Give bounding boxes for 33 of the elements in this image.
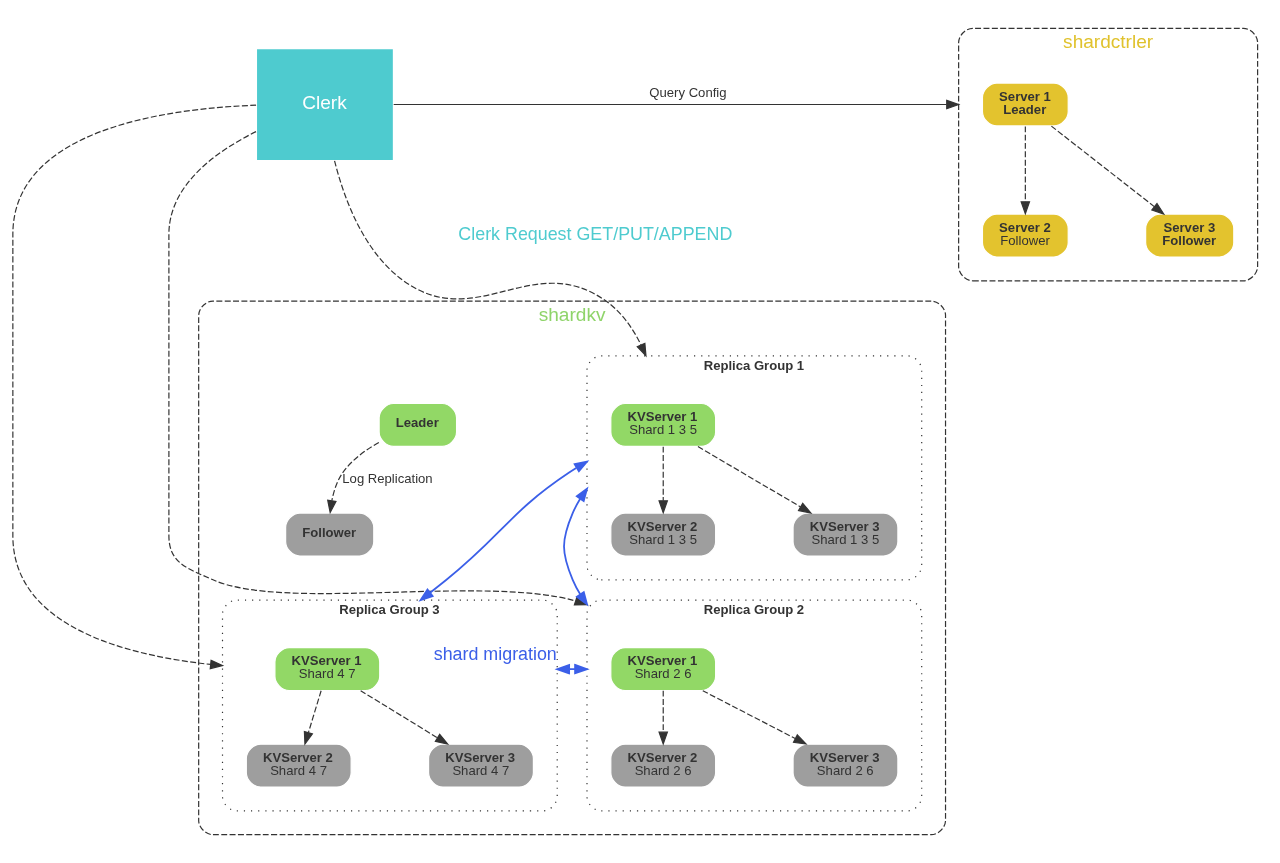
edge-label: Log Replication	[342, 471, 433, 487]
node-box: Server 1 Leader	[981, 82, 1069, 127]
node-box: KVServer 3 Shard 1 3 5	[792, 512, 899, 557]
node-box: KVServer 1 Shard 1 3 5	[610, 402, 717, 447]
label: Clerk Request GET/PUT/APPEND	[458, 223, 733, 244]
arrow	[12, 104, 257, 670]
node-box: KVServer 2 Shard 4 7	[245, 743, 352, 788]
node-box: KVServer 3 Shard 2 6	[792, 743, 899, 788]
arrow	[333, 160, 647, 358]
edge-label: Query Config	[649, 85, 727, 101]
arrow	[303, 690, 322, 746]
arrow	[393, 99, 961, 110]
arrow	[360, 690, 450, 745]
arrow	[697, 445, 813, 514]
node-box: KVServer 3 Shard 4 7	[427, 743, 534, 788]
node-box: Follower	[285, 512, 375, 557]
arrow	[326, 441, 380, 515]
node-box: KVServer 2 Shard 2 6	[610, 743, 717, 788]
node-box: Clerk	[255, 47, 395, 162]
edge-label: shard migration	[433, 643, 557, 664]
node-box: Leader	[378, 402, 458, 447]
node-box: KVServer 1 Shard 4 7	[274, 647, 381, 692]
arrow	[1050, 125, 1166, 216]
node-box: Server 3 Follower	[1145, 213, 1235, 258]
node-box: KVServer 2 Shard 1 3 5	[610, 512, 717, 557]
node-box: KVServer 1 Shard 2 6	[610, 647, 717, 692]
arrow	[658, 446, 669, 515]
arrow	[554, 663, 590, 675]
arrow	[1020, 125, 1031, 216]
arrow	[418, 460, 590, 602]
arrow	[702, 690, 808, 745]
node-box: Server 2 Follower	[981, 213, 1069, 258]
arrow	[658, 690, 669, 746]
